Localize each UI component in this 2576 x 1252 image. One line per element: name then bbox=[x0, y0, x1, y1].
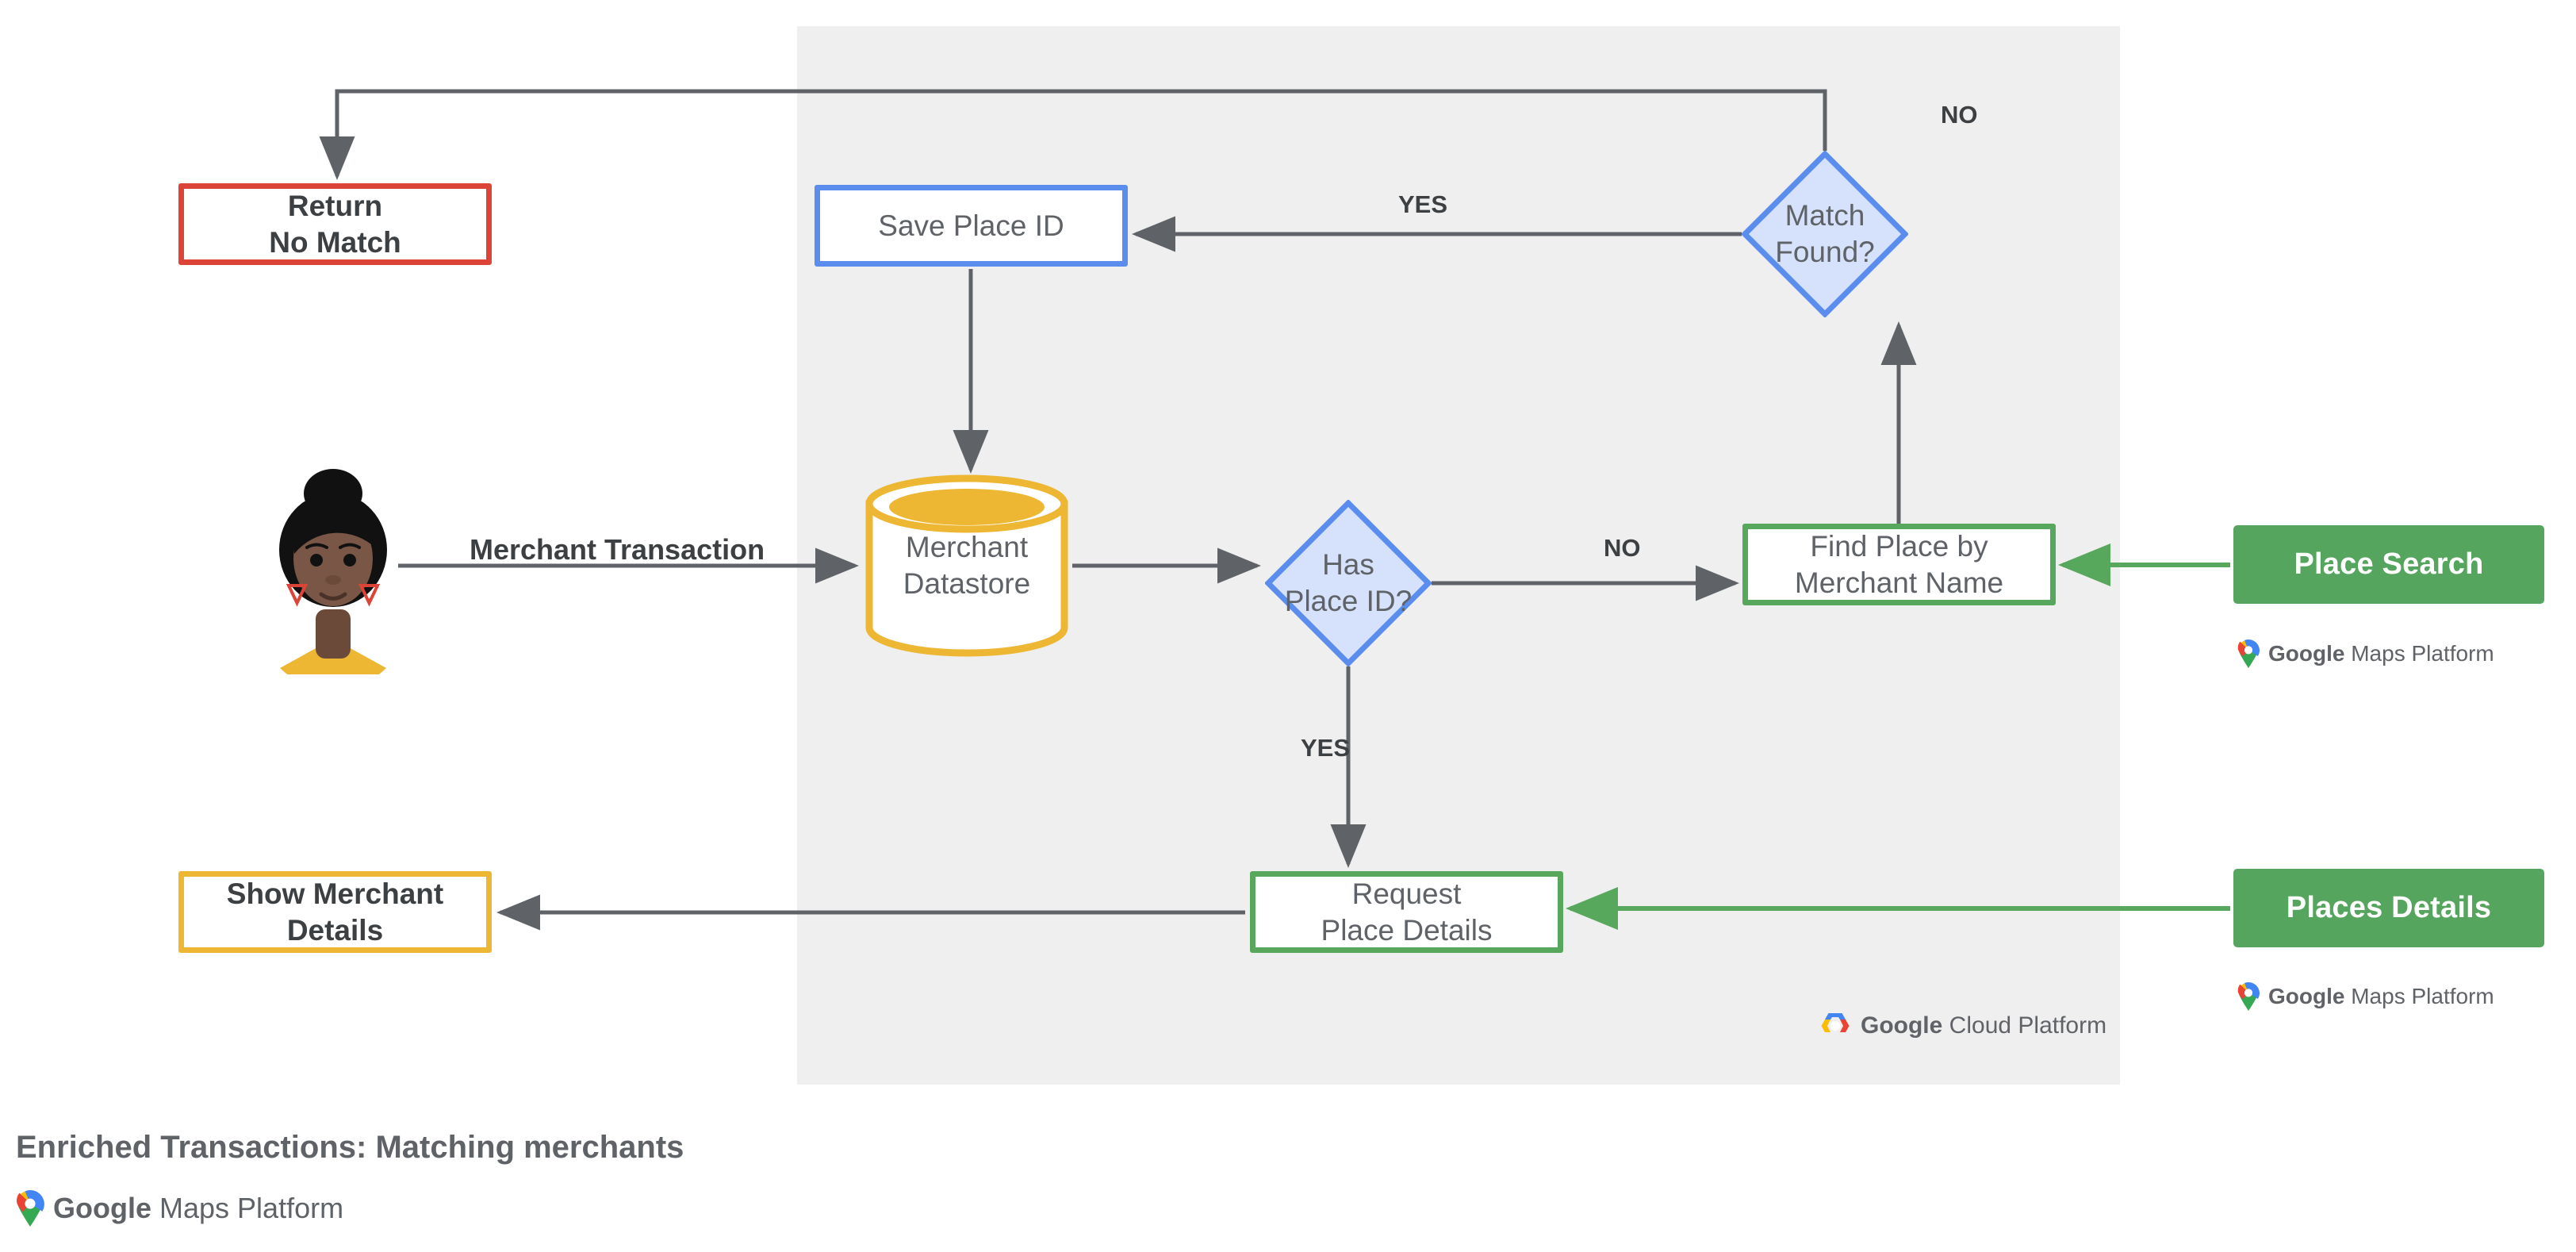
node-return-no-match-label: Return No Match bbox=[269, 189, 401, 259]
node-show-merchant-details-label: Show Merchant Details bbox=[226, 877, 444, 947]
api-chip-place-search-label: Place Search bbox=[2294, 547, 2484, 581]
node-save-place-id[interactable]: Save Place ID bbox=[815, 185, 1128, 267]
node-has-place-id[interactable]: Has Place ID? bbox=[1264, 499, 1432, 667]
google-cloud-platform-lockup: Google Cloud Platform bbox=[1819, 1012, 2106, 1040]
edge-match-no-to-return bbox=[319, 89, 1827, 180]
node-find-place-by-merchant-name[interactable]: Find Place by Merchant Name bbox=[1742, 524, 2056, 605]
google-maps-pin-icon bbox=[17, 1190, 44, 1227]
edge-label-has-place-id-yes: YES bbox=[1301, 734, 1351, 762]
google-cloud-platform-text: Google Cloud Platform bbox=[1861, 1012, 2107, 1039]
edge-label-match-found-no: NO bbox=[1941, 101, 1978, 129]
person-illustration-icon bbox=[279, 469, 387, 690]
google-maps-platform-lockup: Google Maps Platform bbox=[2237, 639, 2494, 668]
google-maps-platform-text: Google Maps Platform bbox=[2268, 641, 2494, 666]
api-chip-places-details[interactable]: Places Details bbox=[2233, 869, 2544, 947]
user-avatar bbox=[258, 460, 408, 690]
google-maps-platform-text: Google Maps Platform bbox=[53, 1192, 344, 1224]
database-cylinder-icon bbox=[865, 474, 1068, 657]
diamond-shape bbox=[1264, 499, 1432, 667]
api-chip-place-search[interactable]: Place Search bbox=[2233, 525, 2544, 604]
diamond-shape bbox=[1741, 150, 1909, 318]
edge-label-merchant-transaction: Merchant Transaction bbox=[470, 533, 765, 566]
node-merchant-datastore-label: Merchant Datastore bbox=[903, 531, 1031, 600]
google-maps-platform-text: Google Maps Platform bbox=[2268, 984, 2494, 1008]
edge-label-has-place-id-no: NO bbox=[1604, 534, 1641, 562]
node-return-no-match[interactable]: Return No Match bbox=[178, 183, 492, 265]
google-maps-platform-lockup-footer: Google Maps Platform bbox=[16, 1190, 343, 1227]
node-request-place-details[interactable]: Request Place Details bbox=[1250, 871, 1563, 953]
api-chip-places-details-label: Places Details bbox=[2286, 891, 2492, 924]
edge-label-match-found-yes: YES bbox=[1398, 190, 1448, 218]
google-maps-pin-icon bbox=[2237, 639, 2260, 668]
google-maps-pin-icon bbox=[2237, 982, 2260, 1011]
google-cloud-hexagon-icon bbox=[1821, 1013, 1850, 1032]
node-match-found[interactable]: Match Found? bbox=[1741, 150, 1909, 318]
google-maps-platform-lockup: Google Maps Platform bbox=[2237, 982, 2494, 1011]
node-request-place-details-label: Request Place Details bbox=[1321, 877, 1493, 947]
node-merchant-datastore[interactable]: Merchant Datastore bbox=[863, 474, 1071, 658]
diagram-title: Enriched Transactions: Matching merchant… bbox=[16, 1130, 684, 1165]
node-save-place-id-label: Save Place ID bbox=[878, 209, 1064, 242]
node-find-place-label: Find Place by Merchant Name bbox=[1794, 529, 2004, 599]
node-show-merchant-details[interactable]: Show Merchant Details bbox=[178, 871, 492, 953]
